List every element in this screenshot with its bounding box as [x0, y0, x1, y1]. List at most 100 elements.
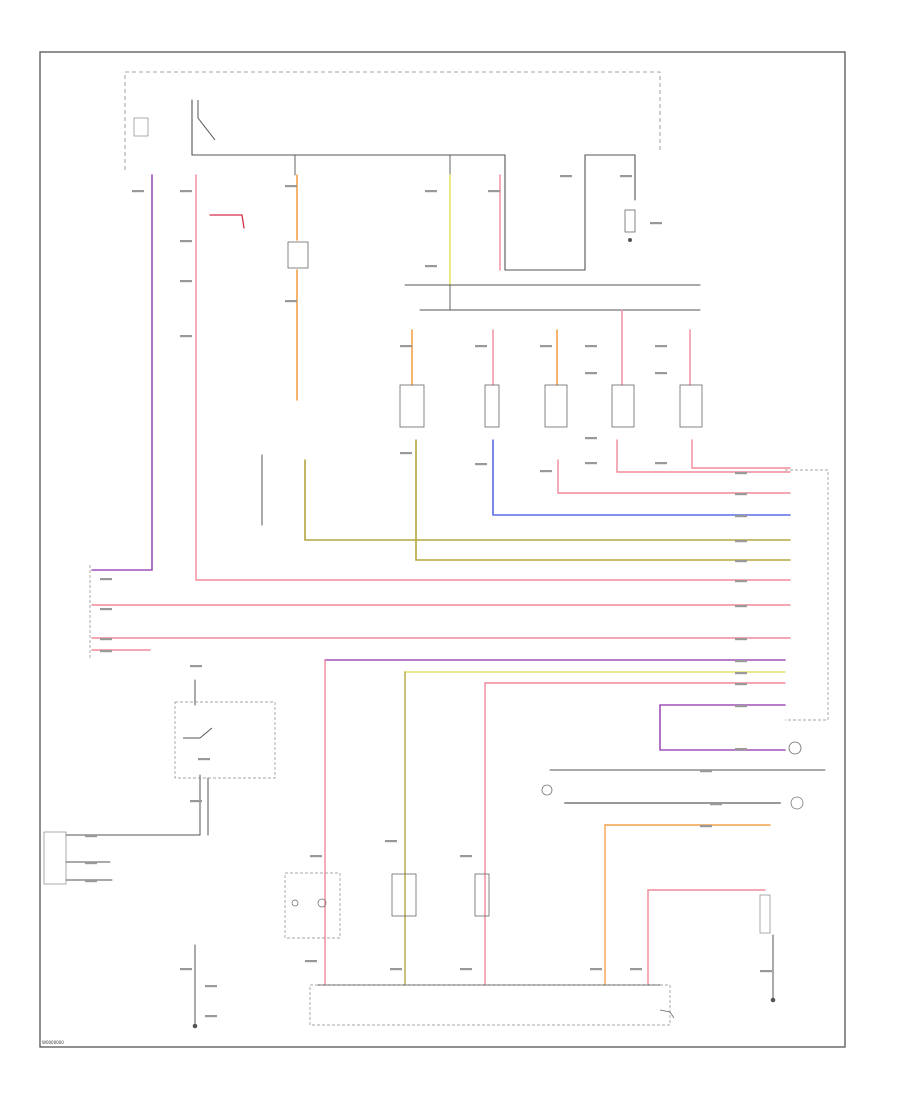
- lamp-right-1: [788, 741, 802, 755]
- wire-pink-22: [557, 459, 791, 494]
- label-group: [85, 175, 772, 1018]
- bottom-switch-2-box: [391, 873, 417, 917]
- wire-label-mark-47: [100, 578, 112, 581]
- wire-label-mark-10: [400, 345, 412, 348]
- wire-label-mark-34: [735, 705, 747, 708]
- wire-pink-24: [691, 439, 791, 469]
- wire-label-mark-19: [540, 470, 552, 473]
- wire-label-mark-8: [425, 265, 437, 268]
- ground-point-top: [628, 238, 632, 242]
- wire-label-mark-58: [205, 985, 217, 988]
- ground-point-bottom-right: [770, 997, 776, 1003]
- bottom-right-lamp-box: [759, 894, 771, 934]
- wire-label-mark-5: [285, 185, 297, 188]
- wire-label-mark-54: [85, 835, 97, 838]
- wire-label-mark-49: [100, 638, 112, 641]
- component-group: [43, 100, 829, 1029]
- wire-label-mark-42: [305, 960, 317, 963]
- wire-label-mark-26: [735, 540, 747, 543]
- wire-label-mark-39: [310, 855, 322, 858]
- wire-label-mark-25: [735, 515, 747, 518]
- combination-switch-contact: [183, 727, 213, 739]
- switch-2-box: [484, 384, 500, 428]
- wire-label-mark-57: [180, 968, 192, 971]
- wire-label-mark-29: [735, 605, 747, 608]
- diagram-border: [39, 51, 846, 1048]
- wire-label-mark-50: [100, 650, 112, 653]
- switch-1-box: [399, 384, 425, 428]
- wire-label-mark-11: [475, 345, 487, 348]
- wire-label-mark-12: [540, 345, 552, 348]
- wire-label-mark-28: [735, 580, 747, 583]
- wire-label-mark-51: [190, 665, 202, 668]
- wire-label-mark-20: [585, 437, 597, 440]
- courtesy-lamp-box: [287, 241, 309, 269]
- bottom-bus-outline: [309, 984, 671, 1026]
- wire-label-mark-0: [132, 190, 144, 193]
- wire-label-mark-2: [180, 240, 192, 243]
- wire-label-mark-4: [180, 335, 192, 338]
- wire-label-mark-30: [735, 638, 747, 641]
- wire-label-mark-61: [560, 175, 572, 178]
- wire-label-mark-24: [735, 493, 747, 496]
- wire-label-mark-23: [735, 472, 747, 475]
- lamp-right-2: [790, 796, 804, 810]
- wire-label-mark-13: [585, 345, 597, 348]
- ground-point-bottom-left: [192, 1023, 198, 1029]
- wire-label-mark-53: [190, 800, 202, 803]
- bottom-module-1-outline: [284, 872, 341, 939]
- wire-label-mark-63: [650, 222, 662, 225]
- wire-label-mark-1: [180, 190, 192, 193]
- door-switch-box: [624, 209, 636, 233]
- diagram-code: W0000000: [42, 1040, 64, 1045]
- right-connector-outline: [785, 469, 829, 721]
- wire-pink-5: [195, 174, 791, 581]
- wire-blue-21: [492, 439, 791, 516]
- wire-pink-23: [616, 439, 791, 473]
- bottom-module-1-lamp: [317, 898, 327, 908]
- wire-purple-4: [91, 174, 153, 571]
- wire-label-mark-6: [285, 300, 297, 303]
- wire-label-mark-36: [700, 770, 712, 773]
- wire-black-0: [191, 154, 636, 271]
- switch-3-box: [544, 384, 568, 428]
- wire-olive-19: [304, 459, 791, 541]
- wire-label-mark-60: [760, 970, 772, 973]
- wire-label-mark-52: [198, 758, 210, 761]
- wire-label-mark-33: [735, 683, 747, 686]
- wire-label-mark-55: [85, 862, 97, 865]
- wire-label-mark-40: [385, 840, 397, 843]
- wire-label-mark-62: [620, 175, 632, 178]
- wire-label-mark-3: [180, 280, 192, 283]
- wire-olive-20: [415, 439, 791, 561]
- wire-label-mark-46: [630, 968, 642, 971]
- combination-switch-outline: [174, 701, 276, 779]
- wire-label-mark-27: [735, 560, 747, 563]
- bottom-ground-symbol: [659, 1009, 675, 1019]
- wire-label-mark-7: [425, 190, 437, 193]
- wire-label-mark-43: [390, 968, 402, 971]
- wire-label-mark-32: [735, 672, 747, 675]
- wire-black-44: [65, 774, 201, 836]
- wire-group: [65, 99, 826, 1025]
- wire-label-mark-38: [700, 825, 712, 828]
- fuse-box-outline: [124, 71, 661, 170]
- wire-label-mark-41: [460, 855, 472, 858]
- wire-label-mark-22: [655, 462, 667, 465]
- wire-label-mark-59: [205, 1015, 217, 1018]
- left-bottom-connector: [43, 831, 67, 885]
- switch-4-box: [611, 384, 635, 428]
- wire-label-mark-14: [655, 345, 667, 348]
- wire-label-mark-21: [585, 462, 597, 465]
- bottom-switch-3-box: [474, 873, 490, 917]
- wire-label-mark-17: [400, 452, 412, 455]
- switch-5-box: [679, 384, 703, 428]
- bottom-module-1-symbol: [291, 899, 299, 907]
- wire-label-mark-48: [100, 608, 112, 611]
- ignition-switch-contact: [197, 100, 216, 141]
- wire-label-mark-37: [710, 803, 722, 806]
- wire-label-mark-45: [590, 968, 602, 971]
- fuse-symbol: [133, 117, 149, 137]
- wire-red-6: [209, 214, 245, 229]
